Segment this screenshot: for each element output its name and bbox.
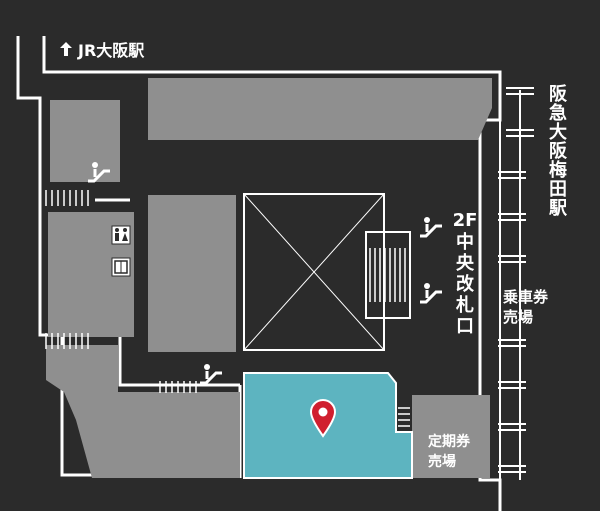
- hankyu-label-char: 駅: [548, 198, 568, 219]
- hankyu-label-char: 梅: [549, 159, 567, 181]
- hankyu-label-char: 阪: [549, 140, 568, 162]
- hankyu-label-char: 大: [549, 121, 567, 143]
- hankyu-label: 阪急大阪梅田駅: [548, 83, 568, 219]
- escalator-icon: [88, 162, 110, 183]
- stairs-bottom-center: [159, 381, 197, 393]
- gate-label-char: 札: [455, 294, 474, 316]
- gate-label-floor: 2F: [453, 210, 478, 231]
- railway-track: [498, 87, 534, 480]
- arrow-up-icon: [60, 42, 72, 56]
- gate-stairs: [365, 204, 411, 346]
- restroom-icon: [111, 225, 131, 245]
- gate-label-char: 中: [456, 231, 474, 253]
- building-blocks: [46, 78, 492, 478]
- elevator-icon: [111, 257, 131, 277]
- ticket-sales-label-line: 売場: [503, 308, 533, 326]
- location-pin-icon[interactable]: [309, 399, 337, 438]
- atrium-void: [243, 193, 385, 351]
- hankyu-label-char: 田: [549, 179, 567, 200]
- escalator-icon: [420, 283, 442, 304]
- escalator-icon: [200, 364, 222, 385]
- hankyu-label-char: 阪: [549, 83, 568, 105]
- ticket-sales-label-line: 乗車券: [503, 288, 549, 306]
- stairs-left-top: [45, 190, 89, 206]
- commuter-sales-label-line: 売場: [428, 453, 456, 470]
- hankyu-label-char: 急: [549, 102, 567, 124]
- gate-label-char: 央: [456, 252, 475, 274]
- ticket-sales-label: 乗車券売場: [503, 288, 549, 326]
- gate-label-char: 口: [456, 316, 474, 337]
- commuter-sales-label-line: 定期券: [428, 433, 471, 450]
- escalator-icon: [420, 217, 442, 238]
- stairs-left-bottom: [45, 333, 89, 349]
- gate-label-char: 改: [456, 273, 475, 295]
- commuter-sales-label: 定期券売場: [428, 433, 471, 470]
- jr-osaka-label: JR大阪駅: [77, 41, 145, 60]
